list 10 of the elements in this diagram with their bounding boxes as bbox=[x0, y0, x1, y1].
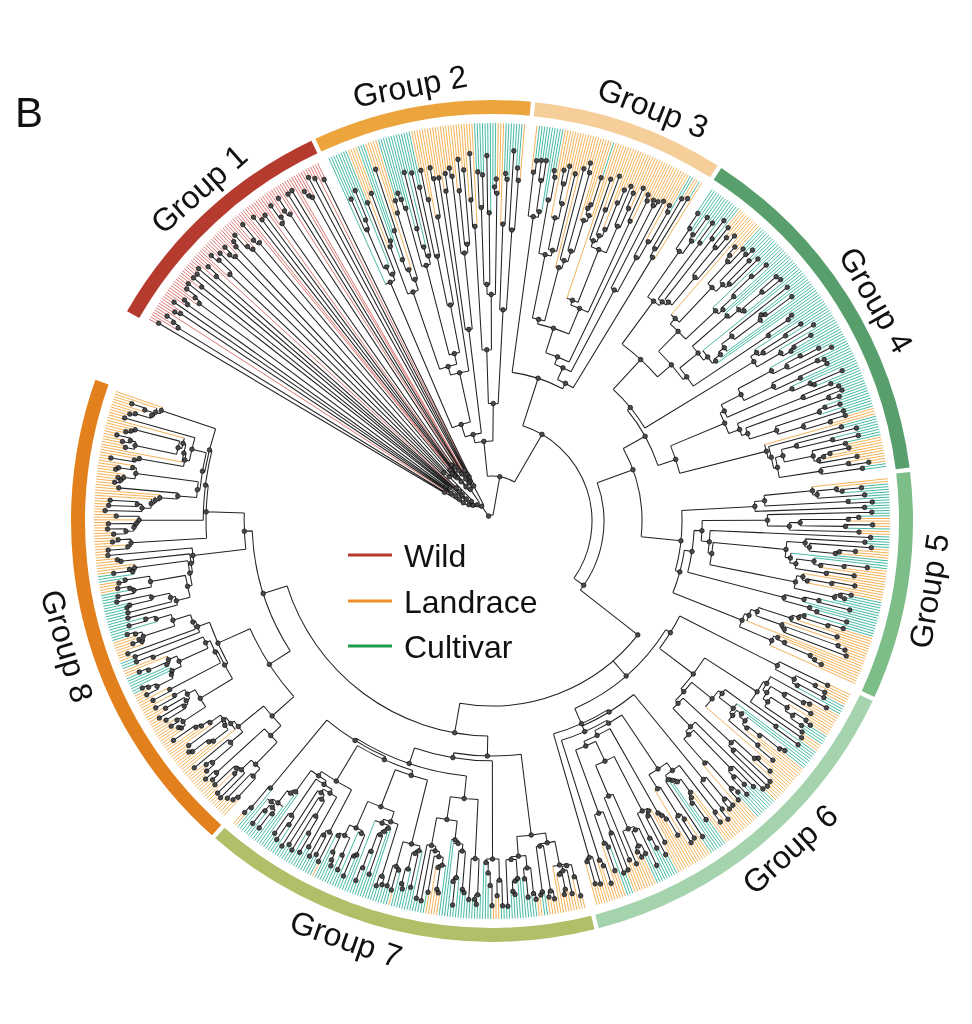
group-label: Group 7 bbox=[286, 905, 407, 974]
group-label: Group 2 bbox=[349, 59, 470, 113]
legend-label: Landrace bbox=[404, 585, 538, 618]
group-label: Group 8 bbox=[35, 586, 99, 707]
group-label: Group 4 bbox=[833, 242, 919, 359]
legend-label: Wild bbox=[404, 540, 467, 572]
group-label: Group 3 bbox=[593, 72, 713, 145]
legend-label: Cultivar bbox=[404, 631, 513, 663]
panel-label: B bbox=[15, 92, 43, 134]
group-label: Group 5 bbox=[904, 531, 955, 651]
